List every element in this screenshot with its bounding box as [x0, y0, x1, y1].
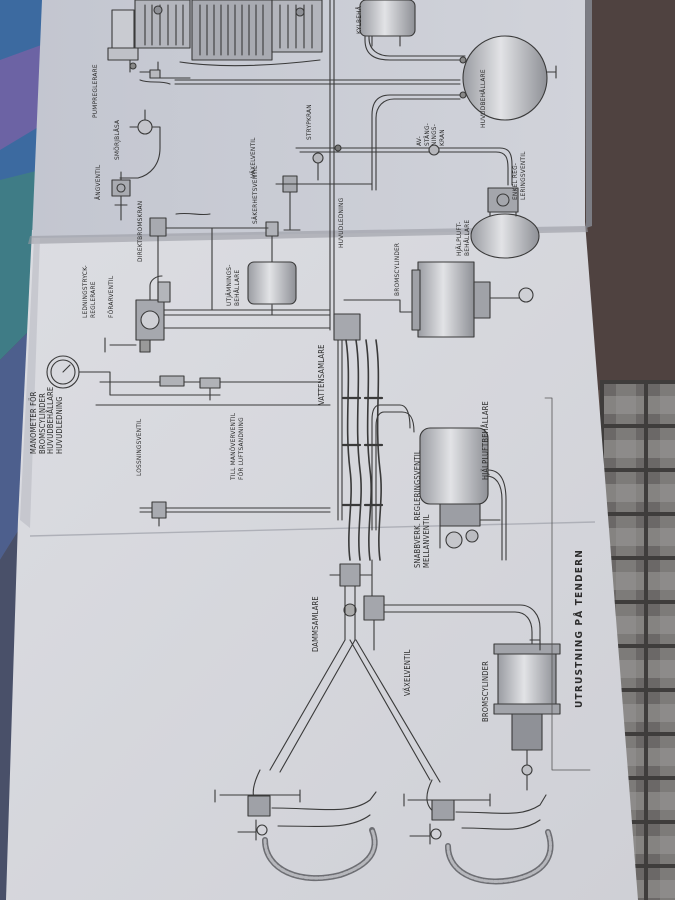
manometer [46, 355, 221, 396]
label-lubricator: SMÖRJBLÅSA [113, 119, 121, 160]
label-brake-cylinder-top: BROMSCYLINDER [393, 242, 401, 296]
label-simple-regulating-valve: ENKEL REG- LERINGSVENTIL [511, 151, 527, 200]
label-steam-valve: ÅNGVENTIL [94, 164, 102, 200]
label-cooling-reservoir: KYLBEHÅ [355, 6, 363, 34]
pipe-network [46, 0, 591, 885]
lubricator [119, 109, 161, 179]
label-main-pipe: HUVUDLEDNING [337, 197, 345, 248]
three-way-valve-top [275, 175, 373, 231]
label-quick-action-valve: SNABBVERK. REGLERINGSVENTIL MELLANVENTIL [413, 450, 431, 568]
book-pages [6, 0, 638, 900]
aux-reservoir-top [470, 187, 540, 259]
three-way-valve-tender [363, 559, 541, 651]
drivers-brake-valve [104, 275, 331, 353]
label-main-reservoir: HUVUDBEHÅLLARE [479, 69, 487, 128]
label-dust-collector: DAMMSAMLARE [311, 596, 320, 652]
label-shutoff-cock: AV- STÄNG- NINGS- KRAN [415, 123, 446, 146]
label-release-valve: LOSSNINGSVENTIL [135, 418, 143, 476]
label-manometer: MANOMETER FÖR BROMSCYLINDER HUVUDBEHÅLLA… [29, 386, 64, 454]
label-throttle-valve: STRYPKRAN [305, 104, 313, 140]
label-safety-valve: SÄKERHETSVENTIL [251, 165, 259, 224]
label-sanding-valve: TILL MANÖVERVENTIL FÖR LUFTSANDNING [229, 412, 245, 480]
cooling-reservoir [359, 0, 416, 47]
label-drivers-valve: FÖRARVENTIL [107, 275, 115, 318]
pump-regulator [129, 59, 191, 85]
hose-coupling-left [214, 789, 378, 882]
label-equalizing-reservoir: UTJÄMNINGS- BEHÅLLARE [225, 264, 241, 306]
label-brake-cylinder-tender: BROMSCYLINDER [481, 661, 490, 722]
air-pump [107, 0, 323, 67]
steam-valve [111, 171, 131, 221]
hose-coupling-right [403, 793, 554, 885]
label-three-way-valve-tender: VÄXELVENTIL [403, 649, 412, 696]
dust-collector [329, 563, 373, 641]
label-aux-reservoir-top: HJÄLPLUFT- BEHÅLLARE [455, 219, 471, 256]
brake-cylinder-tender [493, 639, 561, 791]
label-aux-reservoir-tender: HJÄLPLUFTBEHÅLLARE [481, 401, 490, 480]
label-pump-regulator: PUMPREGLERARE [91, 64, 99, 118]
equalizing-reservoir [247, 261, 297, 316]
label-water-collector: VATTENSAMLARE [317, 344, 326, 405]
diagram-caption: UTRUSTNING PÅ TENDERN [574, 549, 585, 708]
direct-brake-valve [149, 212, 269, 311]
main-reservoir [459, 35, 557, 121]
label-direct-brake-valve: DIREKTBROMSKRAN [136, 200, 144, 262]
aux-reservoir-tender [371, 404, 507, 561]
label-line-pressure-regulator: LEDNINGSTRYCK- REGLERARE [81, 265, 97, 318]
brake-cylinder-top [343, 261, 534, 338]
